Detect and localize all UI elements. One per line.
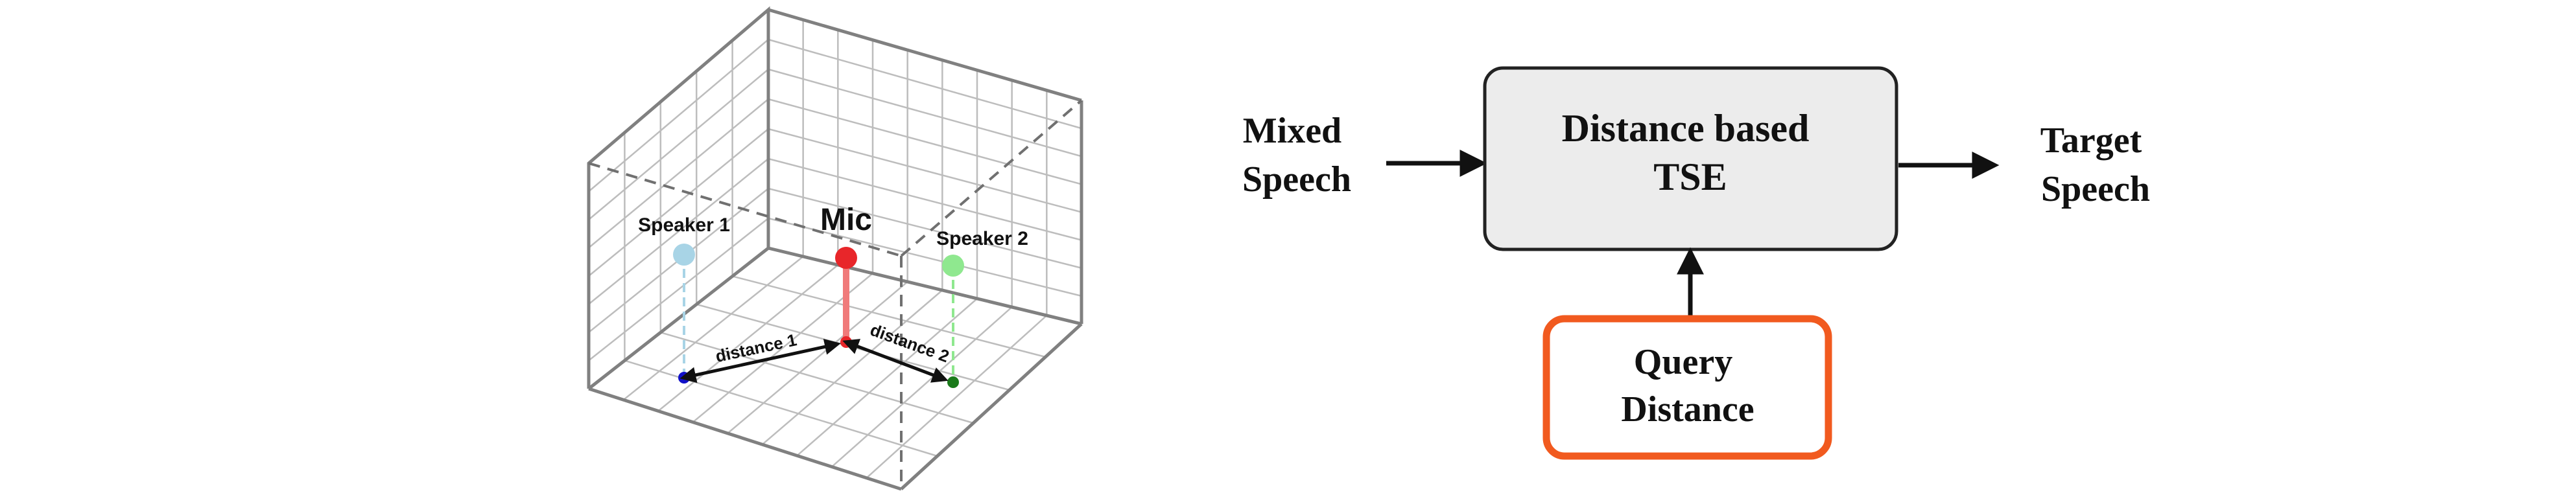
query-label-line2: Distance bbox=[1621, 389, 1754, 430]
grid-line bbox=[866, 315, 1048, 479]
grid-line bbox=[768, 98, 1082, 185]
speaker2-marker bbox=[942, 255, 964, 277]
back-wall-grid bbox=[768, 19, 1082, 315]
distance2-arrow bbox=[842, 339, 949, 383]
distance-based-tse-label: Distance based TSE bbox=[1562, 107, 1819, 198]
query-label-line1: Query bbox=[1634, 342, 1732, 382]
grid-line bbox=[768, 157, 1082, 241]
grid-line bbox=[796, 298, 978, 457]
grid-line bbox=[624, 360, 938, 457]
speaker1-label: Speaker 1 bbox=[638, 214, 730, 236]
grid-line bbox=[768, 128, 1082, 213]
grid-line bbox=[622, 256, 804, 401]
query-distance-box bbox=[1542, 315, 1832, 460]
floor-right-edge bbox=[768, 246, 1082, 326]
mic-ground-point bbox=[840, 336, 852, 348]
mixed-speech-line1: Mixed bbox=[1243, 111, 1341, 151]
model-label-line2: TSE bbox=[1653, 155, 1727, 198]
mixed-speech-label: Mixed Speech bbox=[1242, 111, 1351, 200]
ceiling-front-dashed-edge bbox=[588, 162, 902, 257]
mixed-speech-line2: Speech bbox=[1242, 159, 1351, 200]
speaker1-ground-point bbox=[678, 372, 690, 384]
grid-line bbox=[588, 128, 769, 277]
tse-flow-diagram: Mixed Speech Distance based TSE Target S… bbox=[1242, 66, 2151, 460]
speaker2-ground-point bbox=[947, 376, 959, 388]
grid-line bbox=[588, 158, 769, 305]
left-wall-grid bbox=[588, 39, 769, 361]
floor-front-right-edge bbox=[900, 323, 1083, 490]
grid-line bbox=[768, 187, 1082, 269]
room-edges bbox=[587, 6, 1083, 491]
ceiling-right-edge bbox=[768, 8, 1082, 102]
grid-line bbox=[588, 98, 769, 249]
grid-line bbox=[831, 306, 1013, 468]
target-speech-line1: Target bbox=[2040, 120, 2142, 161]
floor-grid bbox=[622, 256, 1048, 479]
speaker1-marker bbox=[673, 244, 695, 266]
back-wall-outline bbox=[587, 6, 770, 389]
grid-line bbox=[588, 39, 769, 192]
grid-line bbox=[768, 38, 1082, 130]
query-distance-label: Query Distance bbox=[1621, 342, 1754, 430]
mic-label: Mic bbox=[820, 203, 872, 237]
speaker2-label: Speaker 2 bbox=[936, 228, 1028, 249]
floor-front-edge bbox=[588, 387, 902, 491]
target-speech-line2: Speech bbox=[2041, 169, 2150, 209]
mic-marker bbox=[835, 247, 857, 269]
back-wall-bottom-edge bbox=[587, 247, 770, 390]
grid-line bbox=[588, 218, 769, 361]
grid-line bbox=[768, 68, 1082, 157]
room-scene: Speaker 1 Speaker 2 Mic distance 1 dista… bbox=[587, 6, 1083, 491]
distance1-arrow bbox=[679, 339, 841, 384]
grid-line bbox=[732, 275, 1046, 358]
target-speech-label: Target Speech bbox=[2040, 120, 2151, 209]
grid-line bbox=[657, 264, 839, 412]
model-label-line1: Distance based bbox=[1562, 107, 1810, 150]
ceiling-right-dashed-edge bbox=[900, 99, 1083, 257]
grid-line bbox=[588, 69, 769, 220]
